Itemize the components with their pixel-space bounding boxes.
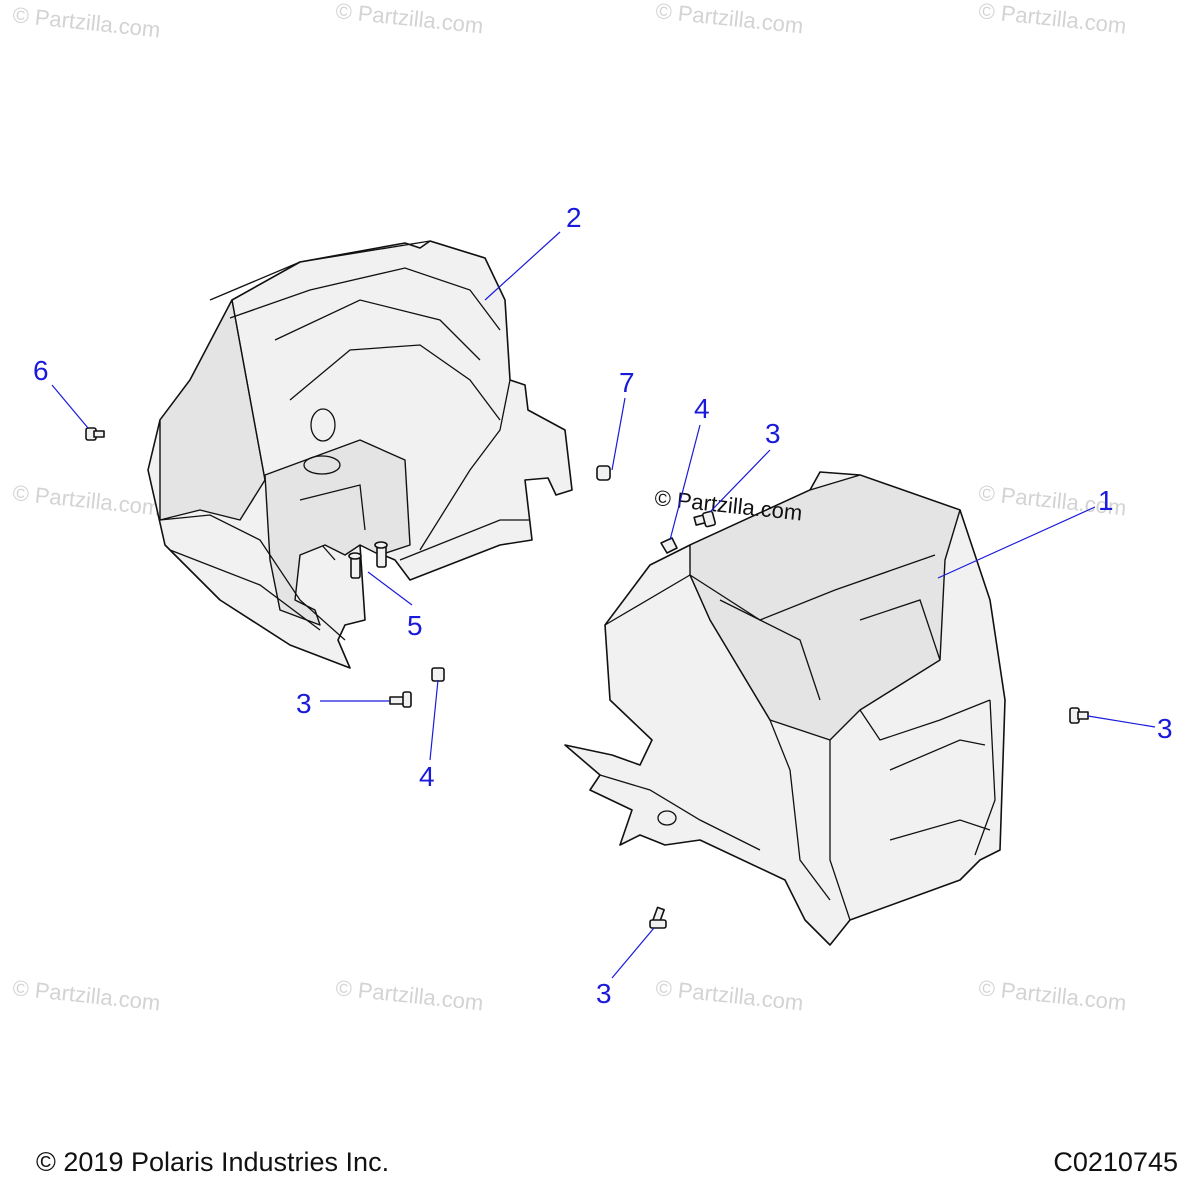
clip-nut-4-upper <box>660 537 678 554</box>
part-2-headlight-housing <box>147 240 573 669</box>
callout-7: 7 <box>619 367 635 398</box>
copyright-text: © 2019 Polaris Industries Inc. <box>36 1147 390 1177</box>
callout-1: 1 <box>1098 485 1114 516</box>
callout-4: 4 <box>694 393 710 424</box>
callout-4: 4 <box>419 761 435 792</box>
watermark: © Partzilla.com <box>977 975 1127 1015</box>
screw-3-bottom <box>649 906 667 929</box>
watermark: © Partzilla.com <box>654 975 804 1015</box>
watermark: © Partzilla.com <box>977 0 1127 38</box>
watermark: © Partzilla.com <box>654 0 804 38</box>
callout-3: 3 <box>765 418 781 449</box>
hardware <box>85 427 1089 929</box>
callout-3: 3 <box>296 688 312 719</box>
nut-7 <box>596 465 611 481</box>
callout-5: 5 <box>407 610 423 641</box>
clip-nut-4-lower <box>431 667 445 682</box>
callout-3: 3 <box>1157 713 1173 744</box>
watermark: © Partzilla.com <box>11 480 161 520</box>
screw-3-left <box>389 691 412 708</box>
watermark: © Partzilla.com <box>11 975 161 1015</box>
screw-3-right <box>1069 707 1089 724</box>
bolts-5 <box>348 541 388 579</box>
screw-6 <box>85 427 105 441</box>
watermark: © Partzilla.com <box>11 2 161 42</box>
callout-2: 2 <box>566 202 582 233</box>
leader-lines <box>51 231 1156 979</box>
callout-3: 3 <box>596 978 612 1009</box>
callouts: 1 2 3 3 3 3 4 4 5 6 7 <box>33 202 1173 1009</box>
screw-3-upper <box>693 510 716 528</box>
drawing-code: C0210745 <box>1053 1147 1178 1177</box>
part-1-headlight-cowl: © Partzilla.com <box>564 471 1006 946</box>
watermark: © Partzilla.com <box>334 975 484 1015</box>
callout-6: 6 <box>33 355 49 386</box>
watermark: © Partzilla.com <box>334 0 484 38</box>
